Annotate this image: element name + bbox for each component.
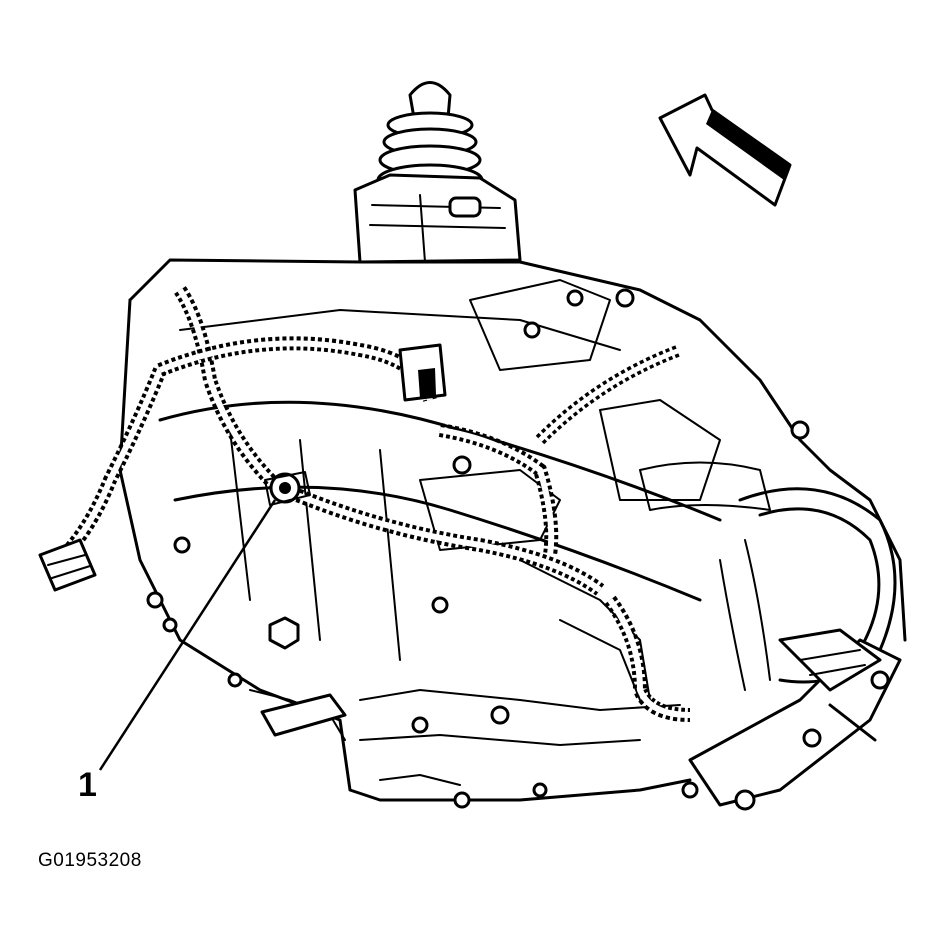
transmission-case: [118, 258, 907, 802]
direction-arrow-icon: [658, 93, 792, 207]
figure-id: G01953208: [38, 850, 142, 871]
bolts: [146, 288, 810, 809]
mount-bracket: [688, 628, 902, 811]
harness-connector: [264, 471, 311, 506]
wiring-harness: [38, 286, 691, 722]
callout-number: 1: [78, 766, 97, 804]
leader-line: [98, 499, 277, 771]
oil-pan: [249, 689, 461, 786]
vent-assembly: [353, 81, 522, 264]
